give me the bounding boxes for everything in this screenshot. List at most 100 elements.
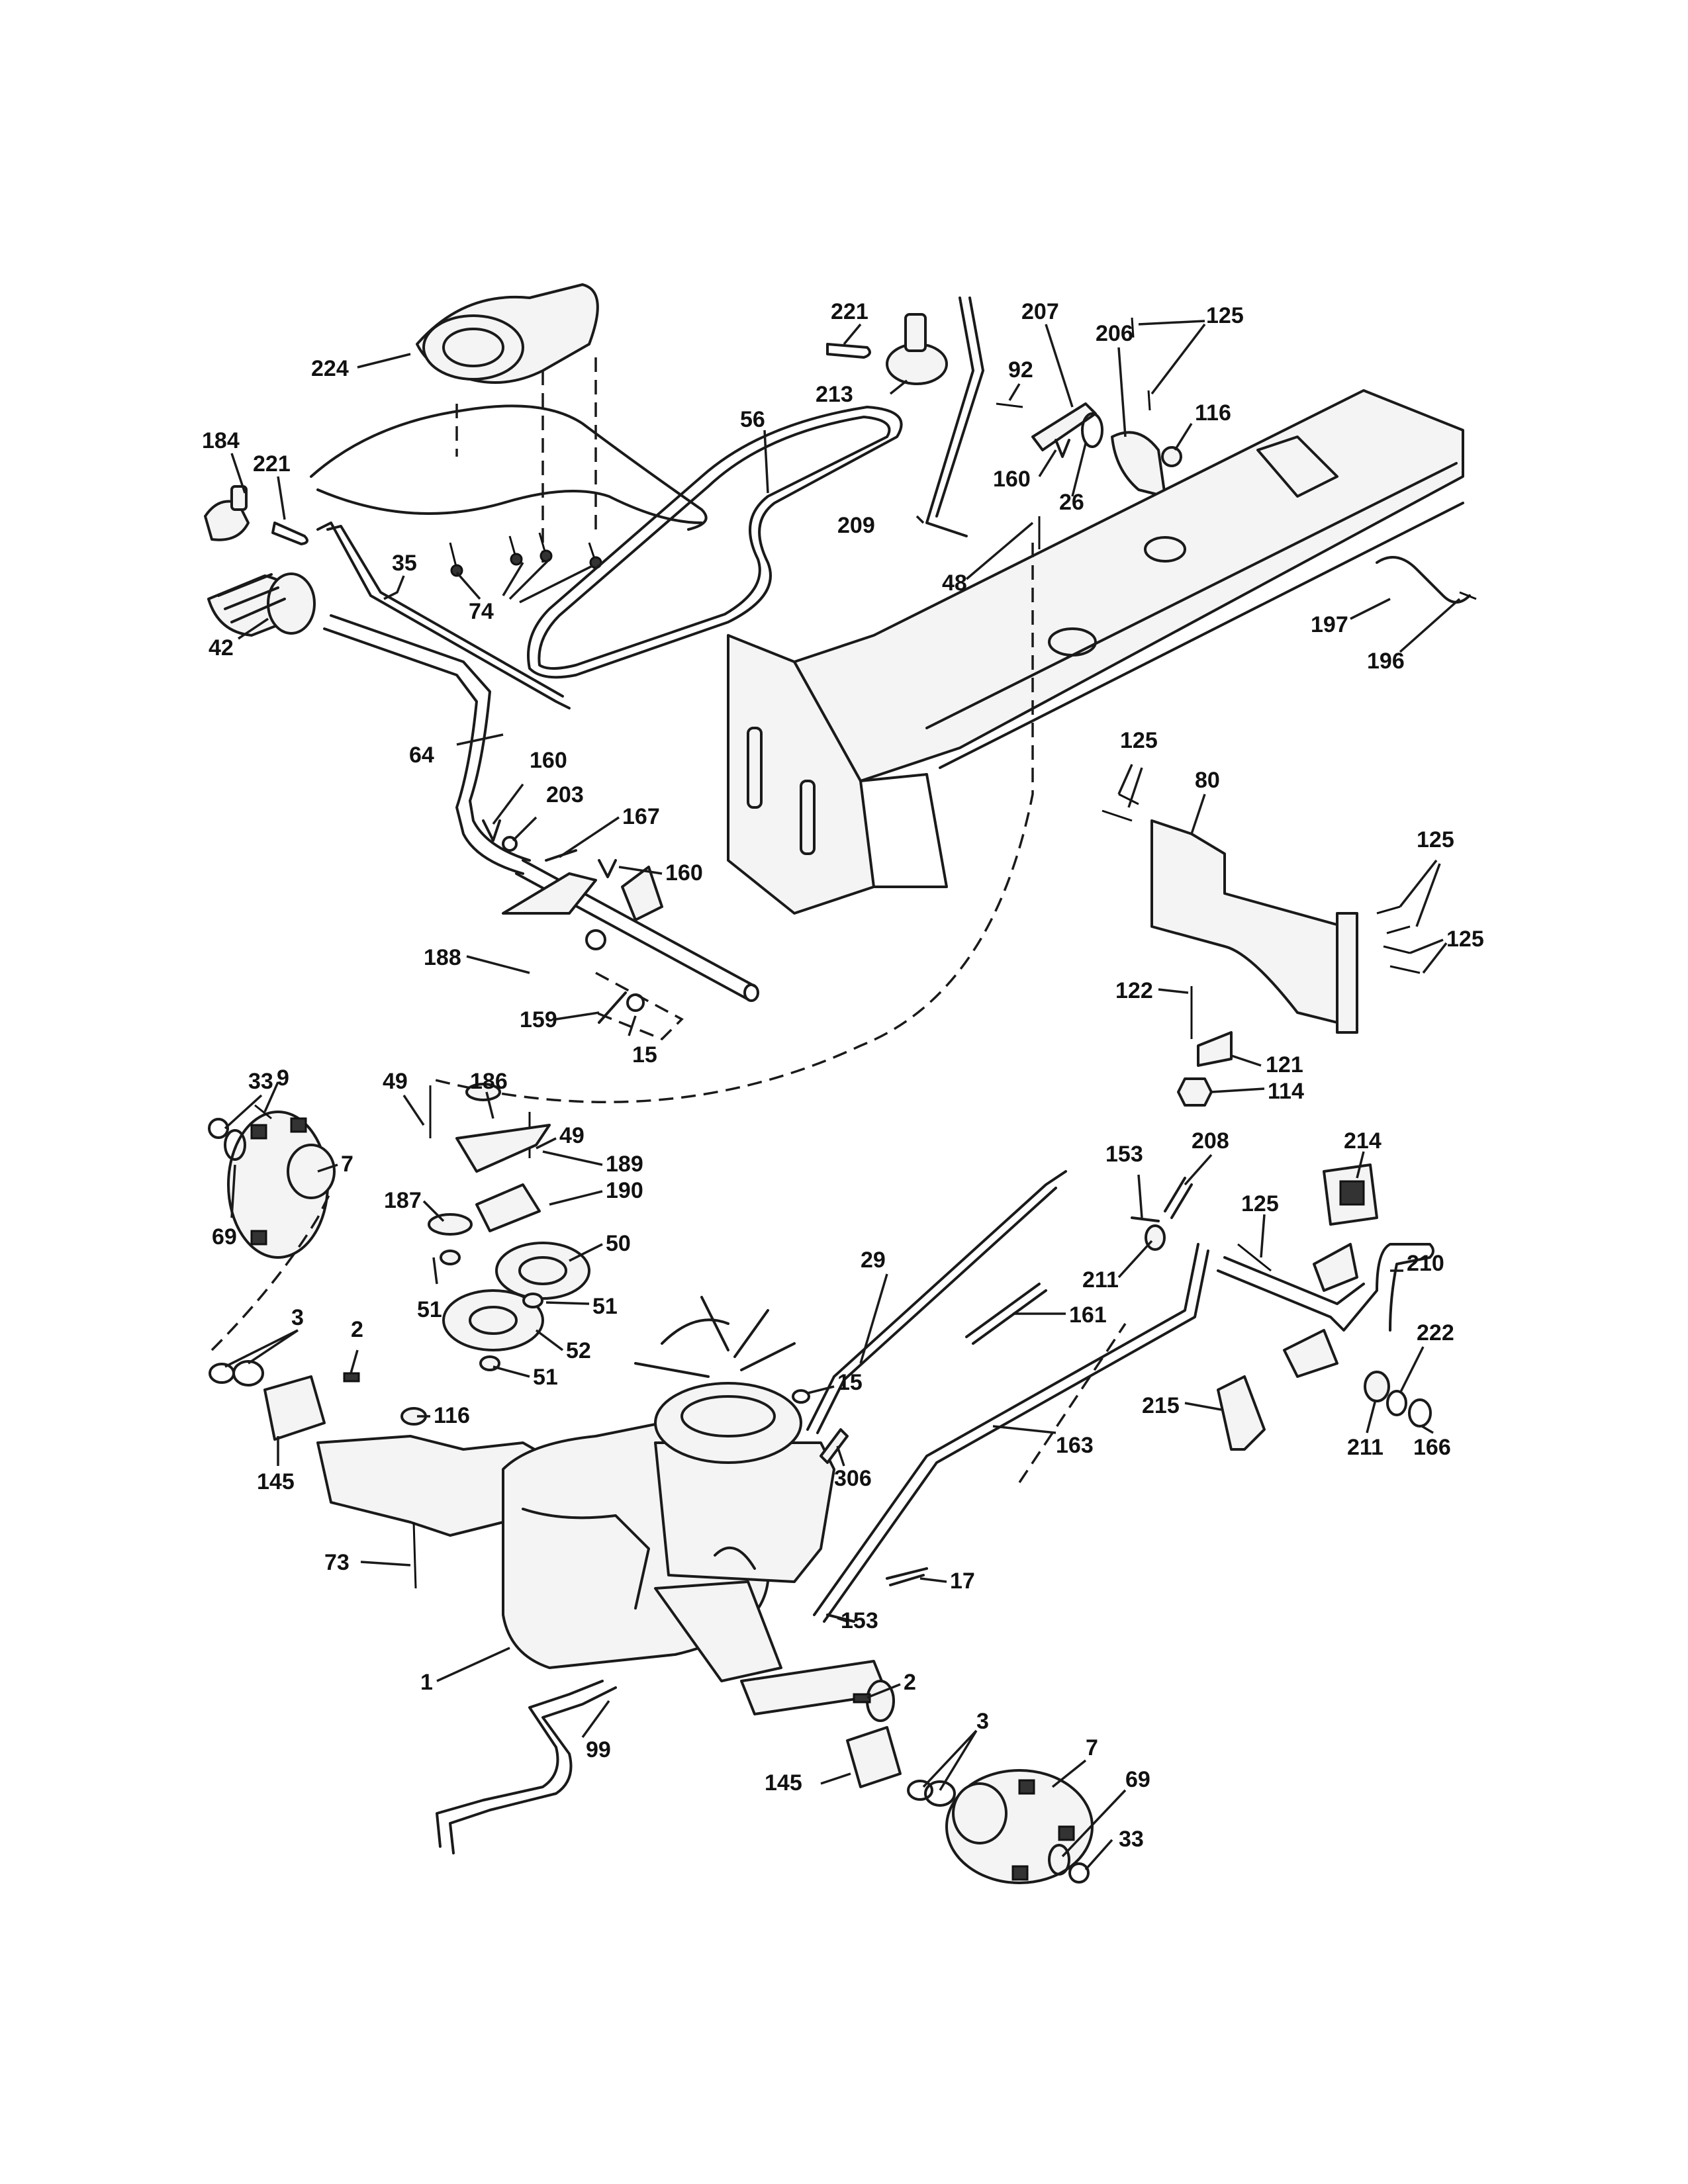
callout-50: 50 <box>606 1231 631 1256</box>
callout-125-bracket-c: 125 <box>1446 927 1484 952</box>
pin-153-top <box>1131 1216 1160 1222</box>
callout-153-bottom: 153 <box>841 1608 878 1633</box>
callout-209: 209 <box>837 513 875 538</box>
fender-part <box>310 283 708 563</box>
callout-92: 92 <box>1008 357 1033 383</box>
callout-167: 167 <box>622 804 660 829</box>
spring-26 <box>1081 412 1103 448</box>
callout-125-bracket-b: 125 <box>1417 827 1454 852</box>
callout-80: 80 <box>1195 768 1220 793</box>
hardware-122-121-114 <box>1177 986 1233 1107</box>
spring-17 <box>886 1567 928 1586</box>
callout-203: 203 <box>546 782 584 807</box>
callout-208: 208 <box>1192 1128 1229 1154</box>
clip-221-top <box>826 343 871 359</box>
bolts-125-top <box>1131 317 1151 411</box>
callout-33-left: 33 <box>248 1069 273 1094</box>
callout-7-left: 7 <box>341 1152 353 1177</box>
washer-166 <box>1408 1398 1432 1428</box>
callout-69-left: 69 <box>212 1224 237 1250</box>
lever-209 <box>925 296 974 537</box>
callout-163: 163 <box>1056 1433 1094 1458</box>
callout-211-bottom: 211 <box>1347 1435 1383 1460</box>
leader-lines <box>224 320 1461 1871</box>
hub-7-right <box>945 1769 1094 1884</box>
callout-186: 186 <box>470 1069 508 1094</box>
callout-145-left: 145 <box>257 1469 295 1494</box>
pin-159 <box>598 991 627 1024</box>
knob-184 <box>204 485 250 541</box>
callout-187: 187 <box>384 1188 422 1213</box>
spacers-left <box>209 1360 360 1441</box>
callout-206: 206 <box>1096 321 1133 346</box>
callout-48: 48 <box>942 570 967 596</box>
callout-73: 73 <box>324 1550 350 1575</box>
plate-206 <box>1111 431 1166 498</box>
knob-213 <box>886 313 948 385</box>
rod-99 <box>436 1680 604 1848</box>
callout-184: 184 <box>202 428 240 453</box>
callout-159: 159 <box>520 1007 557 1032</box>
callout-145-right: 145 <box>765 1770 802 1796</box>
rod-29 <box>806 1170 1067 1431</box>
callout-51-b: 51 <box>592 1294 618 1319</box>
callout-207: 207 <box>1021 299 1059 324</box>
callout-labels: 224 184 221 35 42 74 56 221 213 207 206 … <box>202 299 1484 1852</box>
pin-160-mid-a <box>482 819 501 842</box>
callout-160-mid-a: 160 <box>530 748 567 773</box>
washer-203 <box>502 836 518 852</box>
bushing-211-bottom <box>1364 1371 1390 1402</box>
pulley-assembly <box>428 1083 590 1371</box>
callout-160-top: 160 <box>993 467 1031 492</box>
callout-1: 1 <box>420 1670 433 1695</box>
callout-306: 306 <box>834 1466 872 1491</box>
callout-190: 190 <box>606 1178 643 1203</box>
callout-29: 29 <box>861 1248 886 1273</box>
callout-188: 188 <box>424 945 461 970</box>
callout-56: 56 <box>740 407 765 432</box>
transaxle-1 <box>316 1296 895 1722</box>
callout-51-c: 51 <box>533 1365 558 1390</box>
callout-153-top: 153 <box>1105 1142 1143 1167</box>
callout-125-top: 125 <box>1206 303 1244 328</box>
callout-99: 99 <box>586 1737 611 1762</box>
callout-7-right: 7 <box>1086 1735 1098 1760</box>
callout-125-bracket-a: 125 <box>1120 728 1158 753</box>
callout-116-mid: 116 <box>434 1403 470 1428</box>
hub-7-left <box>227 1111 336 1259</box>
callout-35: 35 <box>392 551 417 576</box>
callout-15-top: 15 <box>632 1042 657 1068</box>
washer-15-mid <box>792 1389 810 1404</box>
rod-35 <box>316 522 571 709</box>
ring-33-left <box>208 1118 229 1139</box>
callout-33-right: 33 <box>1119 1827 1144 1852</box>
callout-222: 222 <box>1417 1320 1454 1345</box>
callout-160-mid-b: 160 <box>665 860 703 886</box>
callout-2-left: 2 <box>351 1317 363 1342</box>
callout-224: 224 <box>311 356 349 381</box>
bolt-73 <box>412 1522 417 1589</box>
callout-49-b: 49 <box>559 1123 585 1148</box>
callout-2-right: 2 <box>904 1670 916 1695</box>
washer-69-left <box>224 1129 246 1161</box>
callout-166: 166 <box>1413 1435 1451 1460</box>
callout-74: 74 <box>469 599 494 624</box>
lever-64 <box>323 627 524 875</box>
callout-114: 114 <box>1268 1079 1304 1104</box>
callout-121: 121 <box>1266 1052 1303 1077</box>
callout-213: 213 <box>816 382 853 407</box>
rod-29-inner <box>816 1187 1057 1434</box>
callout-51-a: 51 <box>417 1297 442 1322</box>
callout-52: 52 <box>566 1338 591 1363</box>
pedal-lever-210 <box>1217 1243 1434 1332</box>
callout-161: 161 <box>1069 1302 1107 1328</box>
callout-15-mid: 15 <box>837 1370 863 1395</box>
callout-215: 215 <box>1142 1393 1180 1418</box>
callout-49-a: 49 <box>383 1069 408 1094</box>
bolt-9 <box>254 1104 272 1120</box>
callout-9: 9 <box>277 1066 289 1091</box>
rod-163 <box>813 1243 1199 1616</box>
nut-116-top <box>1161 446 1182 467</box>
callout-3-left: 3 <box>291 1305 304 1330</box>
